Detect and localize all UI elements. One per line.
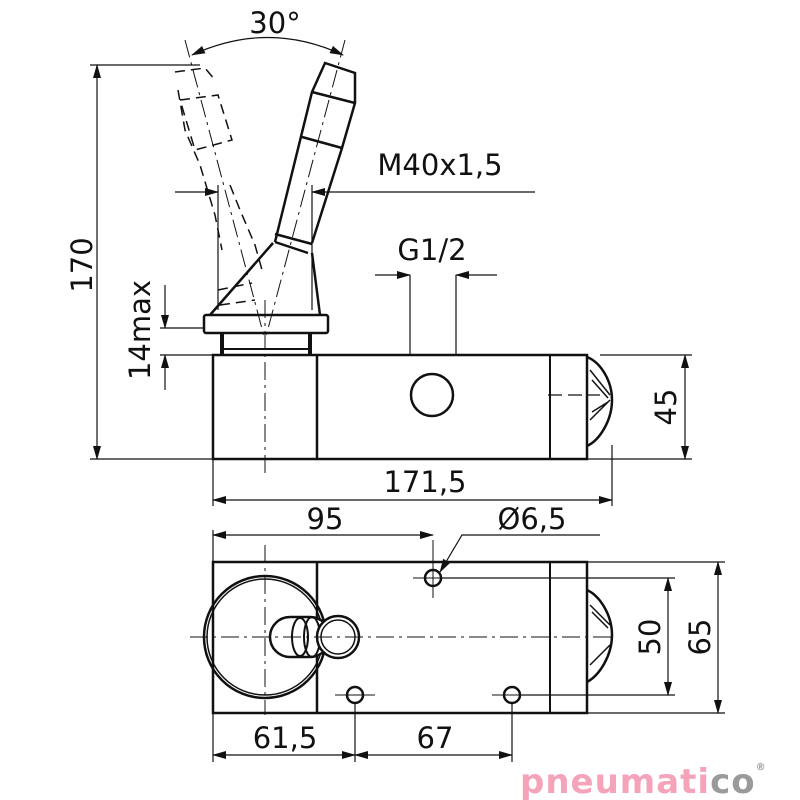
logo-text-accent: co (710, 762, 756, 800)
width-label: 95 (307, 502, 344, 536)
pitch-label: 67 (417, 721, 454, 755)
offset-label: 61,5 (253, 721, 318, 755)
body-width-label: 65 (683, 619, 717, 656)
thread-label: M40x1,5 (377, 148, 502, 182)
hole-label: Ø6,5 (498, 502, 567, 536)
body-height-label: 45 (649, 389, 683, 426)
registered-mark: ® (755, 762, 767, 773)
logo-text-main: pneumati (520, 762, 711, 800)
length-label: 171,5 (383, 465, 466, 499)
angle-label: 30° (249, 6, 300, 40)
height-label: 170 (65, 237, 99, 292)
max-label: 14max (123, 280, 157, 380)
port-label: G1/2 (397, 233, 466, 267)
brand-logo: pneumatico® (520, 762, 767, 800)
side-view (90, 37, 692, 506)
top-view (190, 530, 725, 762)
hole-spacing-label: 50 (633, 619, 667, 656)
